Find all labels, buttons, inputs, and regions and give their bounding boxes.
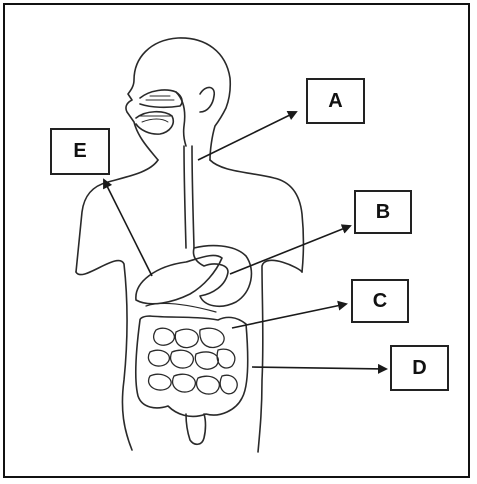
arrow-d bbox=[252, 367, 386, 369]
small-intestine bbox=[148, 328, 237, 394]
left-shoulder bbox=[76, 160, 158, 272]
arrow-c bbox=[232, 304, 346, 328]
left-torso-side bbox=[76, 261, 132, 450]
head-outline bbox=[126, 38, 230, 160]
mouth-outline bbox=[136, 112, 173, 134]
rectum bbox=[186, 414, 206, 444]
label-a-text: A bbox=[328, 90, 342, 113]
label-box-b: B bbox=[354, 190, 412, 234]
label-box-a: A bbox=[306, 78, 365, 124]
ear-outline bbox=[200, 87, 214, 112]
stomach bbox=[193, 246, 251, 307]
label-box-e: E bbox=[50, 128, 110, 175]
label-box-c: C bbox=[351, 279, 409, 323]
esophagus bbox=[184, 146, 186, 248]
label-b-text: B bbox=[376, 201, 390, 224]
liver bbox=[136, 255, 222, 303]
label-e-text: E bbox=[73, 140, 86, 163]
right-shoulder bbox=[210, 160, 304, 272]
label-box-d: D bbox=[390, 345, 449, 391]
right-torso-side bbox=[258, 260, 302, 452]
arrow-b bbox=[230, 226, 350, 274]
label-d-text: D bbox=[412, 357, 426, 380]
label-c-text: C bbox=[373, 290, 387, 313]
